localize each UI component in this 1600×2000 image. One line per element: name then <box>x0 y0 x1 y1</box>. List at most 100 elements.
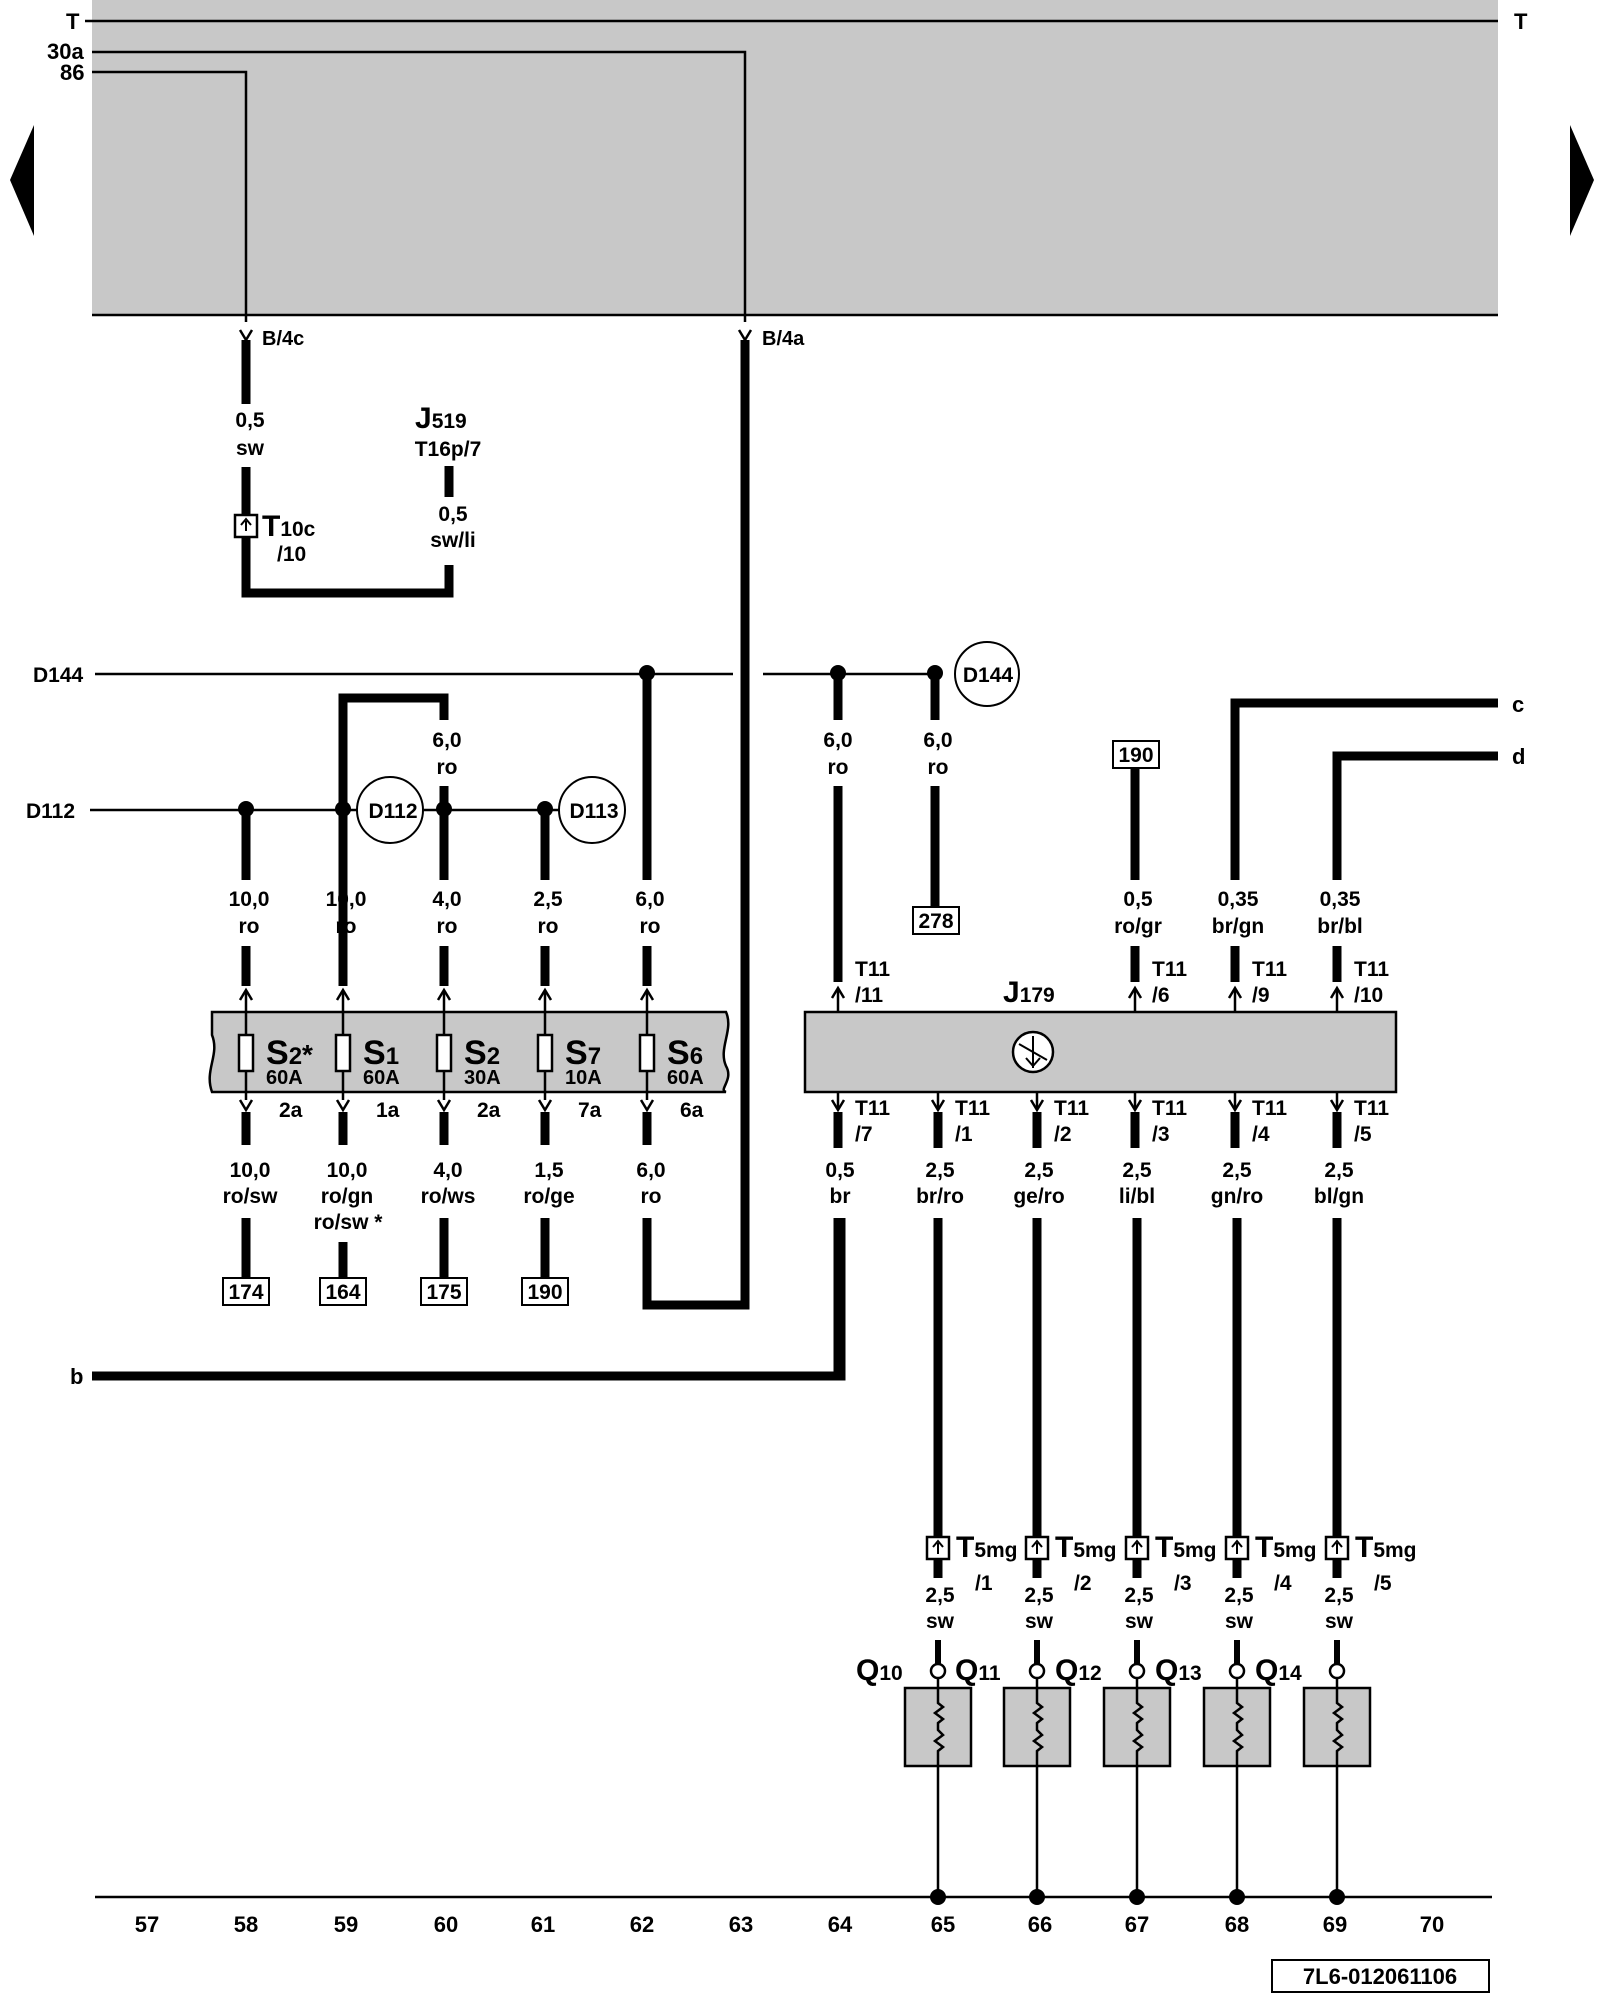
heater-wire-color: sw <box>1125 1610 1154 1633</box>
fuse-element-icon <box>435 1033 453 1073</box>
pin-arrow-icon <box>537 987 553 1001</box>
bus-c-label: c <box>1512 692 1524 717</box>
j179-bottom-wire-size: 2,5 <box>1324 1159 1354 1182</box>
rail-t: T T <box>66 9 1528 34</box>
heater-wire-color: sw <box>1325 1610 1354 1633</box>
prev-page-icon[interactable] <box>10 125 34 236</box>
ref-190-top: 190 <box>1112 740 1160 769</box>
connector-pin: /1 <box>975 1572 993 1595</box>
pin-arrow-icon <box>830 985 846 999</box>
pin-arrow-icon <box>830 1099 846 1113</box>
fuse-bottom-wire-color: ro/ws <box>421 1185 476 1208</box>
svg-text:/10: /10 <box>277 543 306 566</box>
track-number: 69 <box>1323 1912 1347 1937</box>
j179-top-wire-1: 0,5ro/gr <box>1114 888 1162 982</box>
heater-wire-size: 2,5 <box>1224 1584 1254 1607</box>
fuse-top-wire-color: ro <box>640 915 661 938</box>
fuse-name: S6 <box>667 1034 703 1072</box>
j179-bottom-wire-size: 2,5 <box>1122 1159 1152 1182</box>
track-number: 68 <box>1225 1912 1249 1937</box>
fuse-bottom-wire-color: ro/gn <box>321 1185 374 1208</box>
j179-top-pin: /9 <box>1252 984 1270 1007</box>
track-number: 67 <box>1125 1912 1149 1937</box>
j179-bottom-conn: T11 <box>1354 1097 1389 1120</box>
ref-number: 174 <box>228 1281 263 1304</box>
heater-wire-color: sw <box>1225 1610 1254 1633</box>
heater-wire-size: 2,5 <box>1124 1584 1154 1607</box>
svg-text:7L6-012061106: 7L6-012061106 <box>1303 1964 1457 1989</box>
pin-arrow-icon <box>639 987 655 1001</box>
connector-pin: /2 <box>1074 1572 1092 1595</box>
svg-text:ro: ro <box>928 756 949 779</box>
fuse-bottom-wire-size: 10,0 <box>230 1159 271 1182</box>
bus-b-label: b <box>70 1364 83 1389</box>
relay-panel <box>92 0 1498 315</box>
next-page-icon[interactable] <box>1570 125 1594 236</box>
bus-d144: D144 D144 <box>33 641 1020 707</box>
heater-wire-size: 2,5 <box>1024 1584 1054 1607</box>
pin-arrow-icon <box>1029 1099 1045 1113</box>
svg-text:190: 190 <box>1118 744 1153 767</box>
j179-top-pin-4: T11/10 <box>1329 958 1389 1012</box>
d144-wire-2: 6,0 ro <box>923 729 952 779</box>
document-reference: 7L6-012061106 <box>1271 1959 1490 1993</box>
wire-58-size: 0,5 <box>235 409 265 432</box>
fuse-rating: 30A <box>464 1067 501 1089</box>
fuse-name: S2 <box>464 1034 500 1072</box>
svg-text:6,0: 6,0 <box>432 729 461 752</box>
pin-arrow-icon <box>930 1099 946 1113</box>
pin-arrow-icon <box>238 1099 254 1113</box>
j179-bottom-wire-size: 2,5 <box>925 1159 955 1182</box>
j179-bottom-wire-color: li/bl <box>1119 1185 1155 1208</box>
j179-bottom-pin-4: T11/32,5li/bl <box>1119 1092 1187 1208</box>
connector-t5mg: T5mg <box>956 1531 1018 1564</box>
terminal-icon <box>929 1662 947 1680</box>
svg-text:T16p/7: T16p/7 <box>415 438 482 461</box>
pin-arrow-icon <box>1329 985 1345 999</box>
svg-text:sw/li: sw/li <box>430 529 476 552</box>
svg-text:6,0: 6,0 <box>923 729 952 752</box>
ref-box-174: 174 <box>222 1218 270 1306</box>
j179-bottom-conn: T11 <box>855 1097 890 1120</box>
track-number: 66 <box>1028 1912 1052 1937</box>
fuse-bottom-wire-alt: ro/sw * <box>314 1211 384 1234</box>
bus-d112: D112 D112 D113 <box>26 776 626 844</box>
fuse-pin: 1a <box>376 1099 400 1122</box>
fuse-name: S1 <box>363 1034 399 1072</box>
pin-arrow-icon <box>1127 1099 1143 1113</box>
j179-bottom-pin: /2 <box>1054 1123 1072 1146</box>
svg-text:D113: D113 <box>569 800 618 823</box>
j179-bottom-wire-color: br/ro <box>916 1185 964 1208</box>
heater-name: Q14 <box>1255 1654 1302 1687</box>
j179-bottom-conn: T11 <box>955 1097 990 1120</box>
track-number: 58 <box>234 1912 258 1937</box>
connector-j519: J519 T16p/7 0,5 sw/li <box>415 402 482 552</box>
j179-top-wire-size: 0,35 <box>1218 888 1259 911</box>
fuse-rating: 60A <box>266 1067 303 1089</box>
module-j179: J179 <box>803 976 1398 1094</box>
track-number: 62 <box>630 1912 654 1937</box>
ref-278: 278 <box>912 906 960 935</box>
fuse-top-wire-color: ro <box>538 915 559 938</box>
j179-bottom-pin: /1 <box>955 1123 973 1146</box>
fuse-top-wire-size: 6,0 <box>635 888 664 911</box>
j179-bottom-wire-size: 0,5 <box>825 1159 855 1182</box>
connector-pin: /3 <box>1174 1572 1192 1595</box>
svg-text:D144: D144 <box>963 664 1014 687</box>
j179-bottom-pin-2: T11/12,5 br/ro <box>916 1092 990 1208</box>
connector-pin: /5 <box>1374 1572 1392 1595</box>
j179-bottom-conn: T11 <box>1054 1097 1089 1120</box>
wire-58-color: sw <box>236 437 265 460</box>
connector-t10c: T10c /10 <box>233 510 316 566</box>
ref-box-175: 175 <box>420 1218 468 1306</box>
fuse-bottom-wire-size: 1,5 <box>534 1159 564 1182</box>
ref-number: 164 <box>325 1281 360 1304</box>
heater-wire-size: 2,5 <box>1324 1584 1354 1607</box>
fuse-rating: 10A <box>565 1067 602 1089</box>
fuse-top-wire-size: 4,0 <box>432 888 461 911</box>
